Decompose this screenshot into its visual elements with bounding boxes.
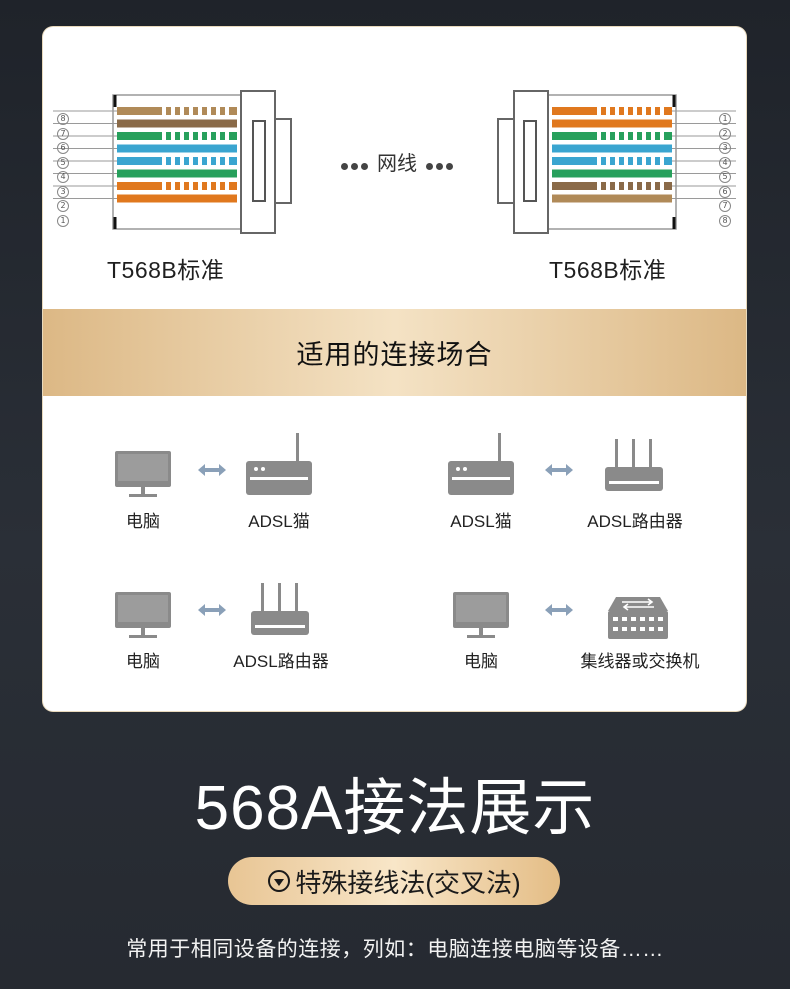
right-standard-label: T568B标准	[549, 257, 667, 283]
double-arrow-icon	[198, 464, 226, 476]
device-label: ADSL猫	[248, 512, 310, 531]
left-rj45-connector	[53, 90, 292, 234]
scenario-banner: 适用的连接场合	[43, 309, 746, 396]
modem-icon	[246, 433, 312, 495]
pin-number: 3	[57, 185, 69, 198]
pin-number: 4	[719, 156, 731, 169]
device-label: 集线器或交换机	[580, 652, 700, 671]
modem-icon	[448, 433, 514, 495]
pin-number: 7	[719, 200, 731, 212]
device-label: ADSL路由器	[233, 652, 329, 671]
left-pin-numbers: 8 7 6 5 4 3 2 1	[57, 113, 69, 229]
pin-number: 4	[57, 171, 69, 183]
device-label: 电脑	[126, 512, 160, 531]
device-label: 电脑	[126, 652, 160, 671]
right-pin-numbers: 1 2 3 4 5 6 7 8	[719, 113, 731, 229]
pin-number: 6	[719, 185, 731, 198]
pin-number: 1	[719, 113, 731, 125]
section-description: 常用于相同设备的连接，列如：电脑连接电脑等设备……	[126, 938, 664, 961]
pin-number: 1	[57, 214, 69, 227]
cable-label: 网线	[377, 153, 417, 175]
method-pill: 特殊接线法(交叉法)	[228, 857, 560, 905]
pin-number: 5	[719, 171, 731, 183]
pin-number: 8	[57, 113, 69, 125]
router-icon	[251, 583, 309, 635]
info-card: 8 7 6 5 4 3 2 1 1 2 3 4 5 6 7 8 网线 T568B标准 T568B标准 适用的…	[43, 27, 746, 711]
pin-number: 7	[57, 127, 69, 140]
monitor-icon	[115, 592, 171, 638]
pin-number: 8	[719, 214, 731, 227]
double-arrow-icon	[545, 464, 573, 476]
device-label: ADSL路由器	[587, 512, 683, 531]
scenario-title: 适用的连接场合	[296, 340, 493, 370]
left-standard-label: T568B标准	[107, 257, 225, 283]
device-label: 电脑	[464, 652, 498, 671]
double-arrow-icon	[198, 604, 226, 616]
router-icon	[605, 439, 663, 491]
monitor-icon	[115, 451, 171, 497]
cable-dots-left	[341, 157, 371, 175]
chevron-down-circle-icon	[268, 870, 291, 892]
pin-number: 6	[57, 142, 69, 154]
section-title: 568A接法展示	[194, 774, 596, 843]
cable-dots-right	[426, 157, 456, 175]
pin-number: 2	[719, 127, 731, 140]
pin-number: 2	[57, 200, 69, 212]
double-arrow-icon	[545, 604, 573, 616]
method-label: 特殊接线法(交叉法)	[295, 867, 521, 898]
switch-icon	[608, 597, 668, 639]
pin-number: 5	[57, 156, 69, 169]
device-label: ADSL猫	[450, 512, 512, 531]
monitor-icon	[453, 592, 509, 638]
pin-number: 3	[719, 142, 731, 154]
right-rj45-connector	[497, 90, 736, 234]
